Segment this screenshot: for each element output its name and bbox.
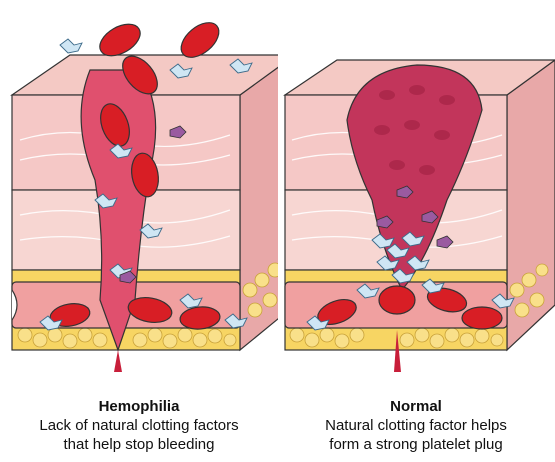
hemophilia-description-line1: Lack of natural clotting factors: [0, 416, 278, 435]
normal-description-line2: form a strong platelet plug: [277, 435, 555, 454]
hemophilia-title: Hemophilia: [0, 397, 278, 416]
normal-title: Normal: [277, 397, 555, 416]
hemophilia-description-line2: that help stop bleeding: [0, 435, 278, 454]
hemophilia-caption: Hemophilia Lack of natural clotting fact…: [0, 397, 278, 454]
normal-skin-illustration: [277, 0, 555, 390]
normal-caption: Normal Natural clotting factor helps for…: [277, 397, 555, 454]
normal-panel: Normal Natural clotting factor helps for…: [277, 0, 555, 462]
normal-description-line1: Natural clotting factor helps: [277, 416, 555, 435]
hemophilia-panel: Hemophilia Lack of natural clotting fact…: [0, 0, 278, 462]
hemophilia-skin-illustration: [0, 0, 278, 390]
